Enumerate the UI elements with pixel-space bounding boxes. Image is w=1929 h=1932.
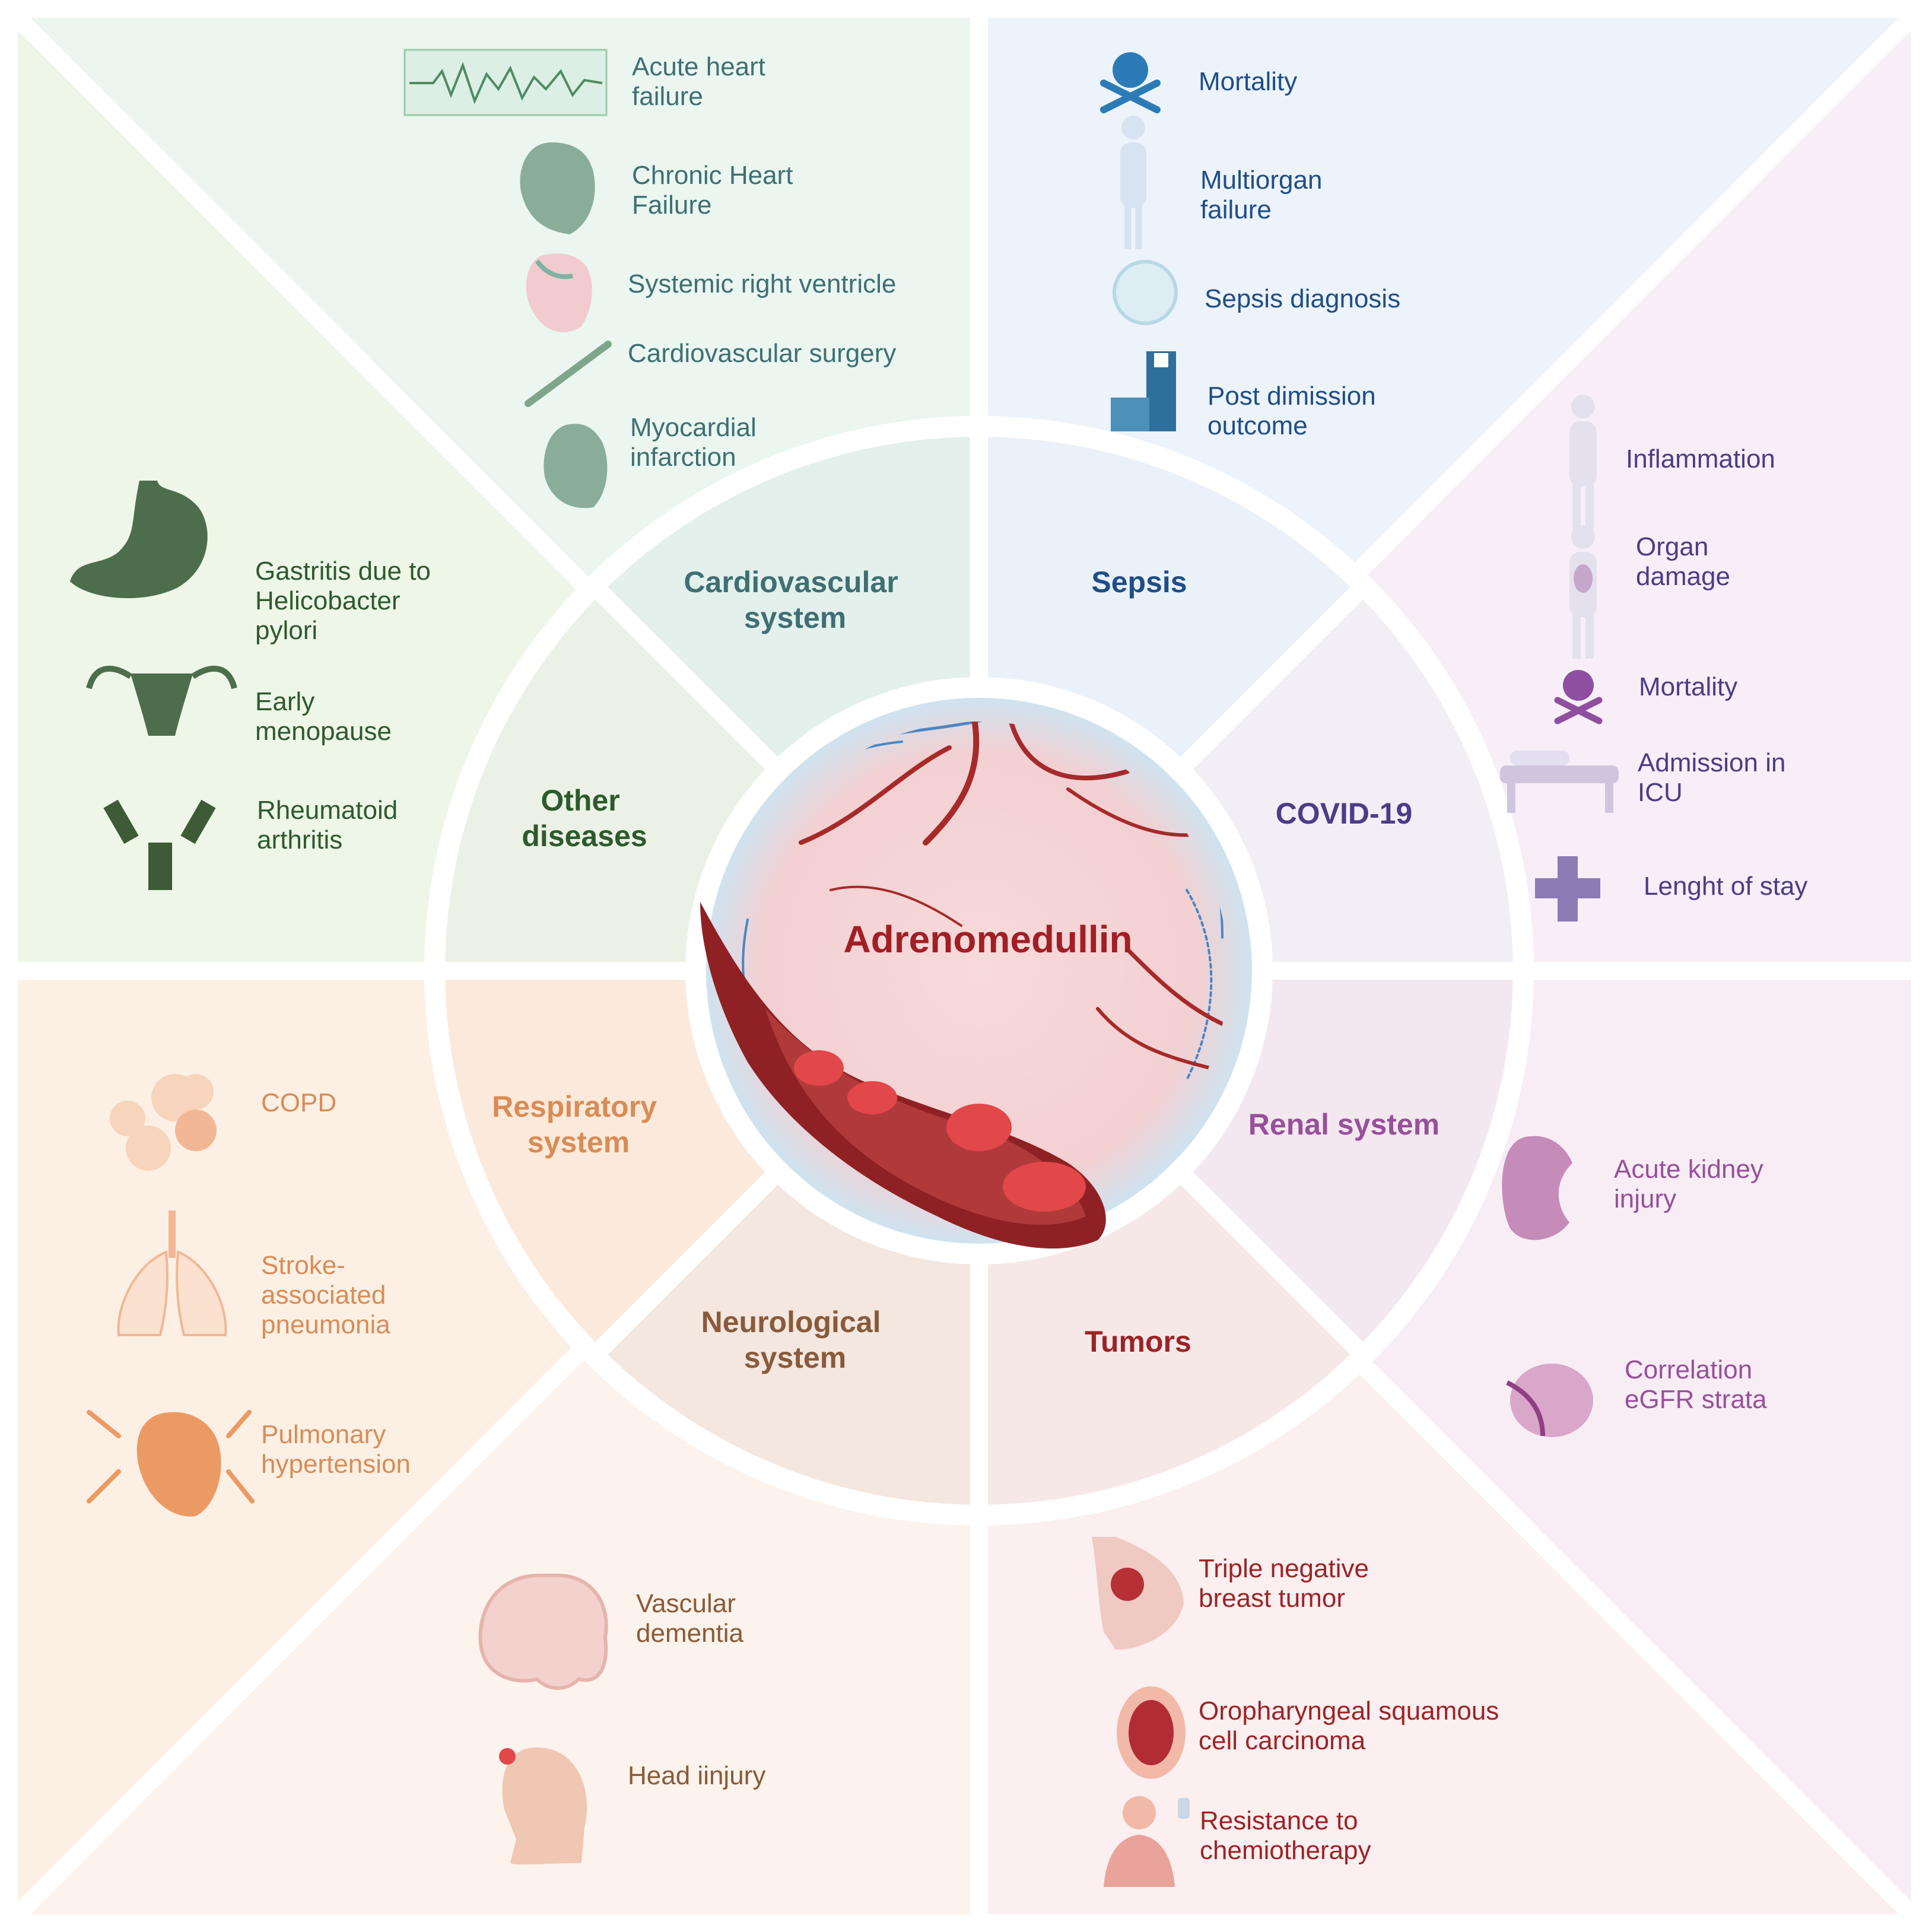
item-label: COPD	[261, 1088, 336, 1117]
center-title: Adrenomedullin	[843, 918, 1132, 961]
head-icon	[499, 1747, 587, 1865]
petri-dish-icon	[1113, 260, 1178, 325]
antibody-icon	[103, 799, 216, 890]
hospital-icon	[1111, 351, 1176, 431]
bed-icon	[1500, 751, 1619, 813]
breast-icon	[1092, 1537, 1184, 1650]
body-icon	[1569, 395, 1597, 531]
heart-icon	[544, 424, 608, 509]
kidney-icon	[1502, 1136, 1572, 1240]
section-label-cardiovascular: Cardiovascular system	[684, 565, 906, 634]
lungs-icon	[117, 1210, 227, 1336]
item-label: Systemic right ventricle	[628, 269, 896, 298]
patient-iv-icon	[1104, 1796, 1190, 1887]
item-label: Inflammation	[1626, 444, 1775, 474]
item-label: Mortality	[1199, 67, 1297, 96]
item-label: Sepsis diagnosis	[1205, 284, 1400, 313]
section-label-neurological: Neurological system	[701, 1305, 889, 1374]
skull-icon	[1554, 670, 1603, 724]
scalpel-icon	[525, 341, 612, 407]
inner-ring	[436, 427, 1523, 1514]
alveoli-icon	[110, 1074, 217, 1171]
section-label-other-diseases: Other diseases	[522, 784, 647, 853]
center-illustration	[700, 698, 1252, 1249]
heart-lungs-icon	[87, 1410, 255, 1517]
heart-icon	[526, 253, 592, 332]
section-label-sepsis: Sepsis	[1091, 565, 1187, 599]
section-label-tumors: Tumors	[1085, 1325, 1191, 1358]
uterus-icon	[86, 666, 237, 736]
ecg-icon	[403, 49, 608, 116]
kidney-section-icon	[1506, 1364, 1593, 1437]
section-label-respiratory: Respiratory system	[492, 1090, 665, 1159]
item-label: Cardiovascular surgery	[628, 339, 896, 368]
brain-icon	[478, 1574, 608, 1690]
item-label: Head iinjury	[628, 1761, 765, 1790]
heart-icon	[520, 142, 595, 234]
mouth-icon	[1117, 1686, 1186, 1779]
item-label: Mortality	[1639, 672, 1737, 701]
body-organs-icon	[1569, 525, 1597, 659]
stomach-icon	[70, 481, 208, 599]
section-label-covid: COVID-19	[1276, 797, 1413, 830]
section-label-renal: Renal system	[1248, 1108, 1439, 1141]
body-icon	[1120, 116, 1146, 249]
skull-icon	[1100, 52, 1161, 113]
cross-icon	[1535, 856, 1600, 921]
item-label: Lenght of stay	[1644, 872, 1807, 901]
